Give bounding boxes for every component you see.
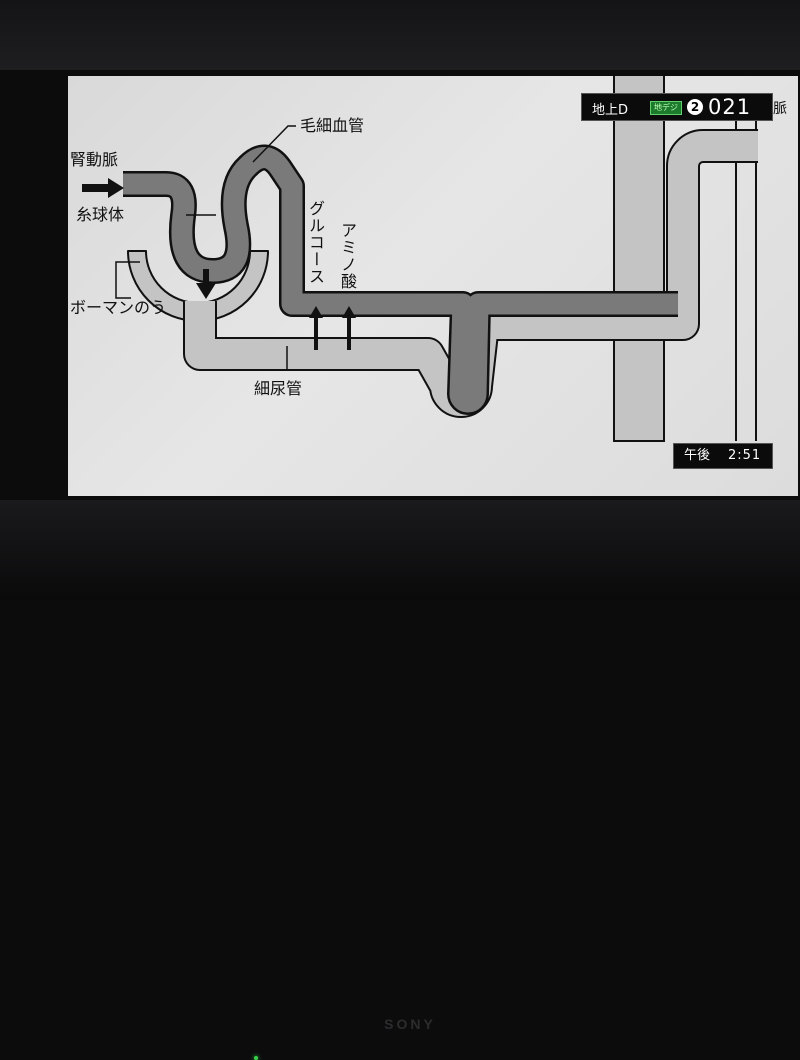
power-led — [254, 1056, 258, 1060]
label-glomerulus: 糸球体 — [76, 207, 124, 223]
tv-bezel-bottom: SONY — [0, 500, 800, 600]
channel-number: 021 — [708, 95, 751, 119]
label-renal-artery: 腎動脈 — [70, 152, 118, 168]
channel-banner: 地上D 地デジ 2 021 — [581, 93, 773, 121]
tv-brand-logo: SONY — [375, 1016, 445, 1032]
tv-screen: 腎動脈 毛細血管 糸球体 ボーマンのう グルコース アミノ酸 細尿管 地上D 地… — [68, 76, 798, 496]
clock-time: 2:51 — [728, 444, 761, 468]
label-renal-tubule: 細尿管 — [254, 381, 302, 397]
tv-bezel-top — [0, 0, 800, 70]
collecting-duct — [614, 76, 664, 441]
label-glucose: グルコース — [306, 200, 324, 285]
broadcast-band: 地上D — [592, 99, 628, 118]
clock-display: 午後 2:51 — [673, 443, 773, 469]
nephron-diagram — [68, 76, 798, 496]
label-amino-acid: アミノ酸 — [338, 222, 356, 290]
label-capillary: 毛細血管 — [300, 118, 364, 134]
clock-ampm: 午後 — [684, 444, 710, 468]
label-bowman-capsule: ボーマンのう — [70, 300, 166, 316]
digital-signal-badge: 地デジ — [650, 101, 682, 115]
remote-button-number: 2 — [687, 99, 703, 115]
renal-artery-arrow — [82, 178, 124, 198]
banner-trailing-text: 脈 — [773, 98, 787, 118]
